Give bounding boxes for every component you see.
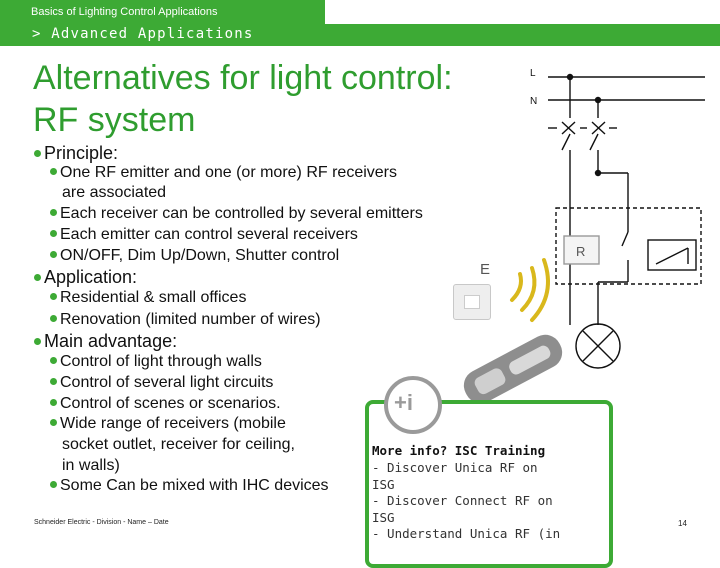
sub-bullet-cont: socket outlet, receiver for ceiling,: [62, 436, 295, 453]
callout-line: - Discover Unica RF on: [372, 460, 538, 475]
callout-line: ISG: [372, 477, 395, 492]
wiring-diagram: L N R E: [480, 68, 705, 369]
bullet-principle: Principle:: [34, 143, 118, 164]
breadcrumb: > Advanced Applications: [32, 26, 254, 42]
bullet-dot: [34, 150, 41, 157]
sub-bullet-cont: are associated: [62, 184, 167, 201]
sub-bullet: Each receiver can be controlled by sever…: [50, 205, 423, 223]
sub-bullet: Control of several light circuits: [50, 374, 273, 392]
label-R: R: [576, 244, 585, 259]
label-L: L: [530, 68, 536, 79]
sub-bullet: One RF emitter and one (or more) RF rece…: [50, 164, 397, 182]
sub-bullet-cont: in walls): [62, 457, 120, 474]
sub-bullet: Renovation (limited number of wires): [50, 311, 321, 329]
section-title: Basics of Lighting Control Applications: [31, 6, 218, 18]
sub-bullet: Control of light through walls: [50, 353, 262, 371]
sub-bullet: Residential & small offices: [50, 289, 246, 307]
bullet-advantage: Main advantage:: [34, 331, 177, 352]
sub-bullet: Wide range of receivers (mobile: [50, 415, 286, 433]
dimmer-symbol: [647, 239, 697, 271]
receiver-box: [555, 207, 702, 285]
header-bar-right: [325, 0, 720, 24]
page-number: 14: [678, 519, 687, 528]
sub-bullet: Some Can be mixed with IHC devices: [50, 477, 329, 495]
page-title: Alternatives for light control: RF syste…: [33, 57, 453, 141]
breadcrumb-bar: [0, 24, 720, 46]
sub-bullet: Each emitter can control several receive…: [50, 226, 358, 244]
title-line-2: RF system: [33, 101, 196, 139]
callout-line: - Discover Connect RF on: [372, 493, 553, 508]
rf-signal-icon: [510, 258, 550, 322]
header-bar: [0, 0, 325, 24]
label-N: N: [530, 96, 537, 107]
wall-emitter: [453, 284, 491, 320]
title-line-1: Alternatives for light control:: [33, 59, 453, 97]
sub-bullet: Control of scenes or scenarios.: [50, 395, 281, 413]
sub-bullet: ON/OFF, Dim Up/Down, Shutter control: [50, 247, 339, 265]
footer-text: Schneider Electric - Division - Name – D…: [34, 519, 169, 526]
callout-heading: More info? ISC Training: [372, 443, 546, 458]
callout-line: ISG: [372, 510, 395, 525]
receiver-R: [563, 235, 600, 265]
bullet-application: Application:: [34, 267, 137, 288]
callout-line: - Understand Unica RF (in: [372, 526, 561, 541]
info-magnifier-icon: +i: [384, 376, 442, 434]
label-E: E: [480, 261, 490, 278]
